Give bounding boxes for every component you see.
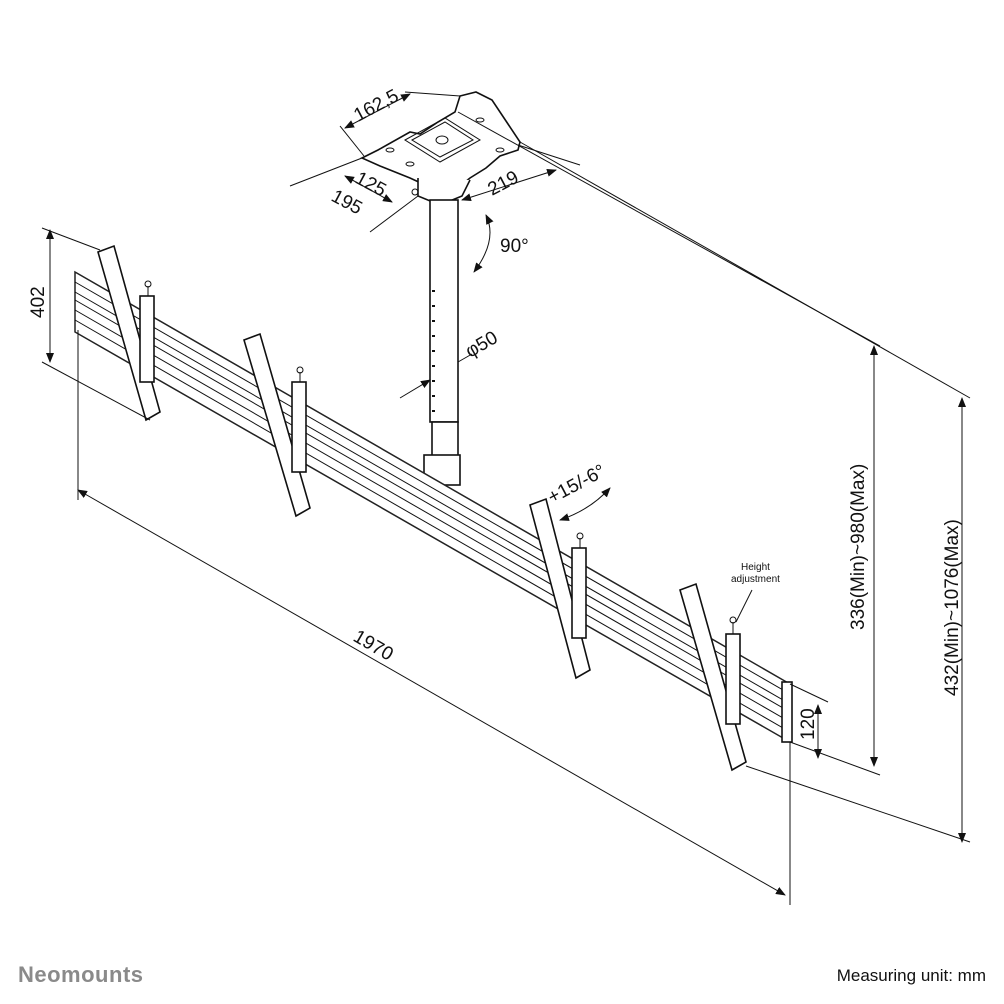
label-tilt: +15/-6° xyxy=(544,461,609,509)
label-pole-diameter: φ50 xyxy=(462,327,501,362)
annotation-line-1: Height xyxy=(741,562,770,573)
bracket-1 xyxy=(97,244,161,422)
label-bracket-height: 402 xyxy=(28,286,49,318)
ceiling-plate xyxy=(360,91,521,207)
label-plate-depth: 195 xyxy=(328,186,366,219)
annotation-line-2: adjustment xyxy=(731,574,780,585)
label-rail-height: 120 xyxy=(798,708,819,740)
label-drop-range: 336(Min)~980(Max) xyxy=(848,464,869,630)
label-plate-width: 162,5 xyxy=(350,86,402,127)
label-rotation: 90° xyxy=(500,236,529,257)
label-plate-length: 219 xyxy=(484,167,522,200)
label-total-drop-range: 432(Min)~1076(Max) xyxy=(942,519,963,696)
measuring-unit: Measuring unit: mm xyxy=(836,966,986,985)
dimension-lines xyxy=(41,91,971,905)
pole xyxy=(423,199,461,486)
brand-logo: Neomounts xyxy=(18,962,144,987)
